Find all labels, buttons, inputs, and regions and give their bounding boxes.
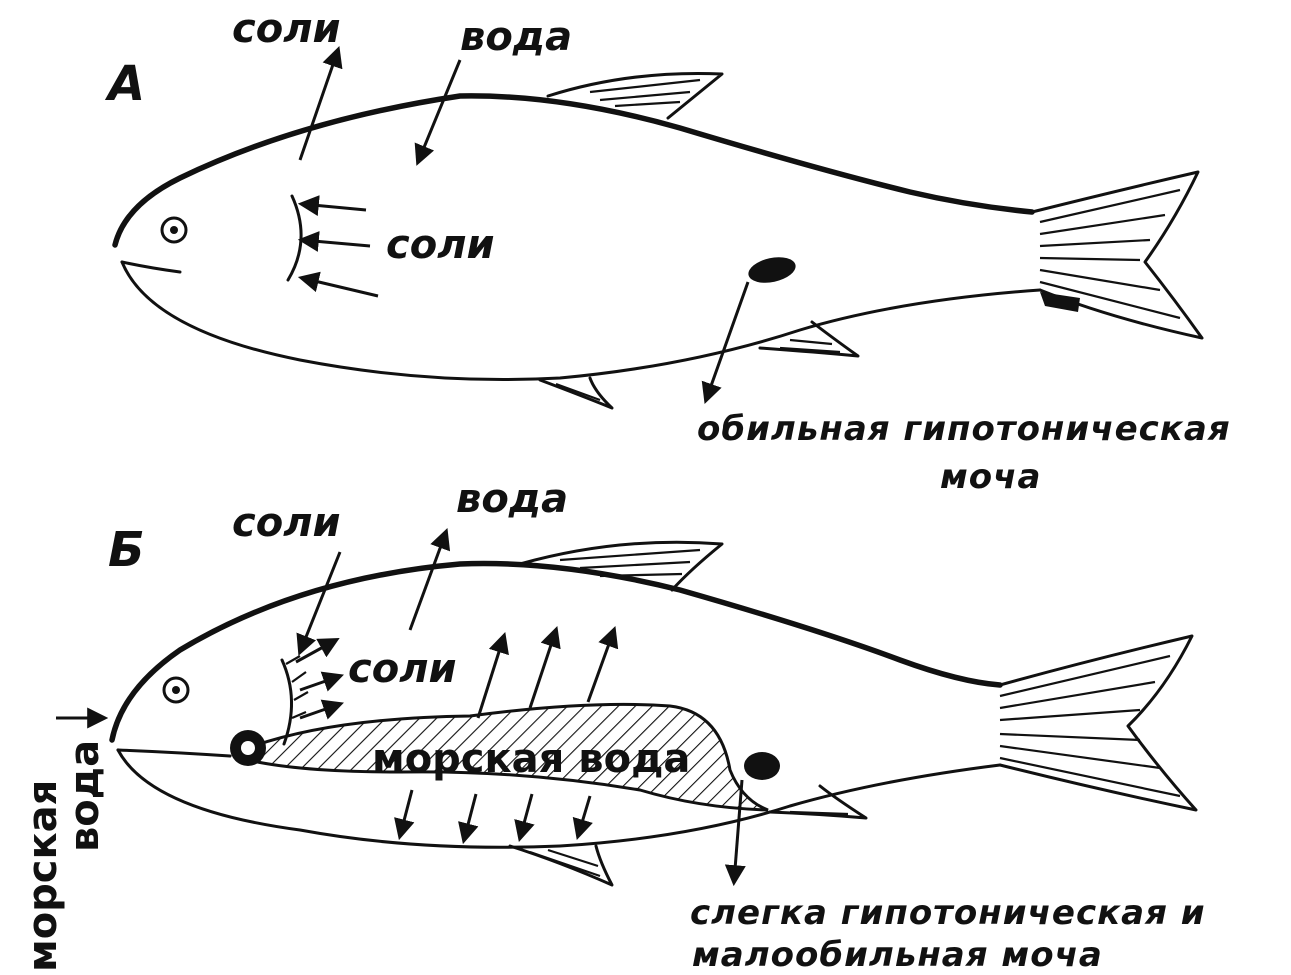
- fish-a-salts-out-arrow: [300, 50, 338, 160]
- fish-b-gut-down-arrows: [400, 790, 590, 840]
- fish-b-gill-arrows: [296, 640, 340, 718]
- fish-a-gill-arrows: [302, 204, 378, 296]
- fish-b-water-out-arrow: [410, 532, 446, 630]
- fish-a-tail-mark: [1040, 292, 1080, 312]
- fish-a-gill: [288, 196, 301, 280]
- fish-b-urine-line2: малообильная моча: [692, 935, 1103, 975]
- fish-a-salts-out-label: соли: [232, 6, 341, 52]
- fish-a-eye: [162, 218, 186, 242]
- fish-b-intake-label: морская вода: [20, 740, 108, 972]
- fish-b-mouth: [118, 750, 230, 756]
- fish-a-dorsal-fin: [548, 73, 722, 118]
- fish-a: А: [104, 6, 1231, 497]
- fish-a-water-label: вода: [460, 14, 572, 60]
- fish-b-intake-line1: морская: [20, 780, 66, 972]
- fish-b-water-label: вода: [456, 476, 568, 522]
- fish-a-urine-arrow: [706, 282, 748, 400]
- fish-a-back: [115, 96, 1032, 245]
- fish-b: Б: [20, 476, 1206, 975]
- fish-b-intake-line2: вода: [62, 740, 108, 852]
- fish-a-water-in-arrow: [418, 60, 460, 162]
- fish-a-gill-salts-label: соли: [386, 222, 495, 268]
- fish-b-urine-line1: слегка гипотоническая и: [690, 893, 1206, 933]
- fish-b-eye: [164, 678, 188, 702]
- fish-b-salts-label: соли: [232, 500, 341, 546]
- fish-b-pelvic-fin: [510, 846, 612, 885]
- fish-b-tail: [1000, 636, 1196, 810]
- fish-b-label: Б: [108, 522, 145, 578]
- fish-a-urine-line1: обильная гипотоническая: [697, 409, 1231, 449]
- fish-a-mouth: [122, 262, 180, 272]
- fish-a-belly: [122, 262, 1040, 380]
- fish-a-vent: [746, 253, 798, 286]
- fish-b-vent: [744, 752, 780, 780]
- fish-b-salts-in-arrow: [300, 552, 340, 652]
- fish-a-label: А: [104, 56, 145, 112]
- fish-a-tail: [1032, 172, 1202, 338]
- fish-b-gill-salts-label: соли: [348, 646, 457, 692]
- fish-a-pelvic-fin: [540, 378, 612, 408]
- fish-b-esophagus: [230, 730, 266, 766]
- fish-b-gut-label: морская вода: [372, 736, 690, 782]
- fish-a-urine-line2: моча: [940, 457, 1041, 497]
